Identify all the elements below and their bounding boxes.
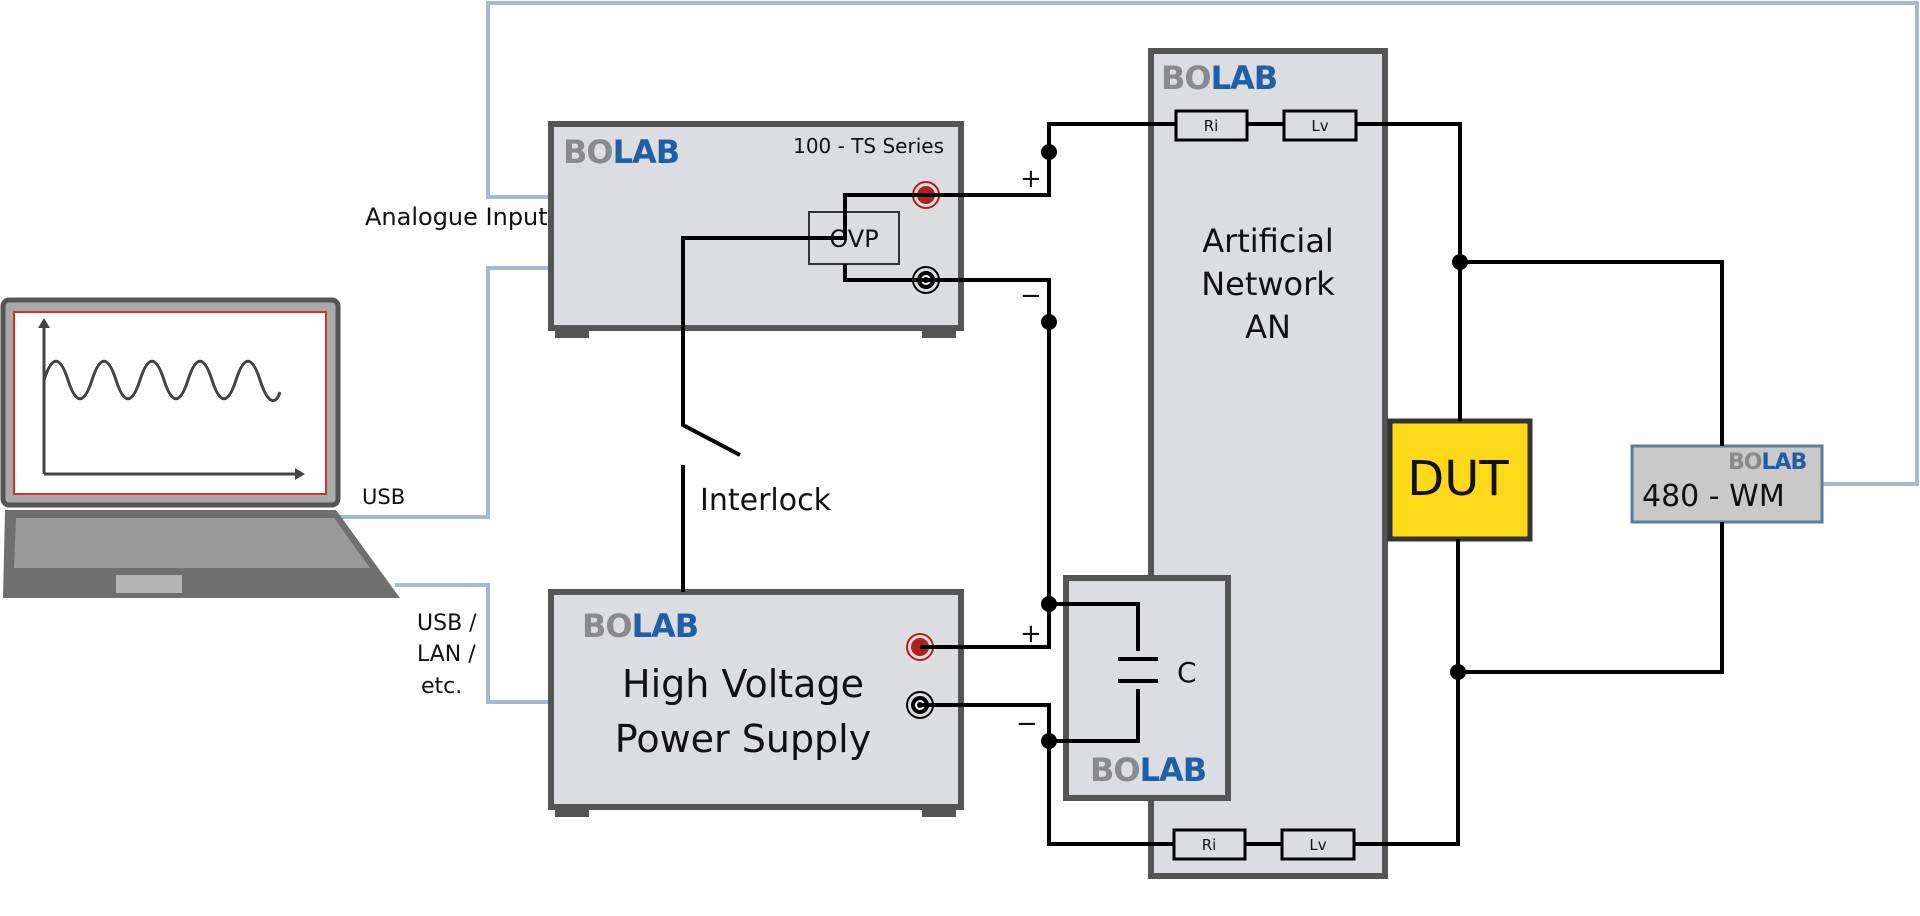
capacitor-logo: BOLAB bbox=[1090, 751, 1206, 789]
capacitor-label: C bbox=[1177, 656, 1197, 689]
analogue-input-line bbox=[486, 1, 1919, 486]
usb-lan-label-line3: etc. bbox=[421, 674, 462, 699]
power-wiring bbox=[681, 122, 1724, 846]
svg-text:Lv: Lv bbox=[1309, 836, 1326, 854]
svg-text:Ri: Ri bbox=[1204, 117, 1219, 135]
capacitor-device: BOLAB C bbox=[1063, 575, 1231, 801]
hv-supply-box bbox=[548, 589, 964, 810]
signal-lines bbox=[340, 1, 1919, 704]
laptop bbox=[0, 297, 400, 598]
dut-box bbox=[1387, 418, 1533, 542]
hv-supply-label-line2: Power Supply bbox=[615, 717, 871, 761]
an-label-line2: Network bbox=[1201, 265, 1335, 303]
usb-lan-line bbox=[395, 583, 551, 704]
lv-top: Lv bbox=[1282, 109, 1358, 142]
laptop-screen bbox=[13, 311, 327, 495]
usb-line bbox=[340, 266, 551, 519]
ri-bottom: Ri bbox=[1172, 828, 1247, 861]
wattmeter-box bbox=[1630, 444, 1824, 524]
an-label-line3: AN bbox=[1245, 308, 1291, 346]
usb-label: USB bbox=[362, 485, 405, 509]
svg-text:Lv: Lv bbox=[1311, 117, 1328, 135]
ts-series-label: 100 - TS Series bbox=[793, 134, 944, 158]
hv-minus-sign: − bbox=[1016, 709, 1038, 739]
dut-device: DUT bbox=[1387, 418, 1533, 542]
junction-dots bbox=[1041, 144, 1468, 749]
screen-plot bbox=[38, 318, 305, 480]
svg-text:Ri: Ri bbox=[1202, 836, 1217, 854]
usb-lan-label-line2: LAN / bbox=[417, 642, 476, 667]
wattmeter-logo: BOLAB bbox=[1728, 450, 1807, 475]
usb-lan-label-line1: USB / bbox=[417, 611, 477, 636]
an-label-line1: Artificial bbox=[1202, 222, 1334, 260]
hv-supply-label-line1: High Voltage bbox=[622, 662, 864, 706]
ri-top: Ri bbox=[1174, 109, 1249, 142]
lv-bottom: Lv bbox=[1280, 828, 1356, 861]
wattmeter-label: 480 - WM bbox=[1642, 479, 1785, 514]
ts-minus-sign: − bbox=[1020, 281, 1042, 311]
ts-series-device: BOLAB 100 - TS Series OVP bbox=[548, 121, 964, 338]
ts-series-logo: BOLAB bbox=[563, 133, 679, 171]
an-logo: BOLAB bbox=[1161, 59, 1277, 97]
hv-supply-logo: BOLAB bbox=[582, 607, 698, 645]
capacitor-box bbox=[1063, 575, 1231, 801]
analogue-input-label: Analogue Input bbox=[365, 203, 548, 231]
hv-plus-sign: + bbox=[1020, 619, 1042, 649]
interlock-label: Interlock bbox=[700, 483, 832, 518]
wattmeter-device: BOLAB 480 - WM bbox=[1630, 444, 1824, 524]
hv-power-supply: BOLAB High Voltage Power Supply bbox=[548, 589, 964, 817]
ts-plus-sign: + bbox=[1020, 164, 1042, 194]
dut-label: DUT bbox=[1407, 451, 1509, 507]
